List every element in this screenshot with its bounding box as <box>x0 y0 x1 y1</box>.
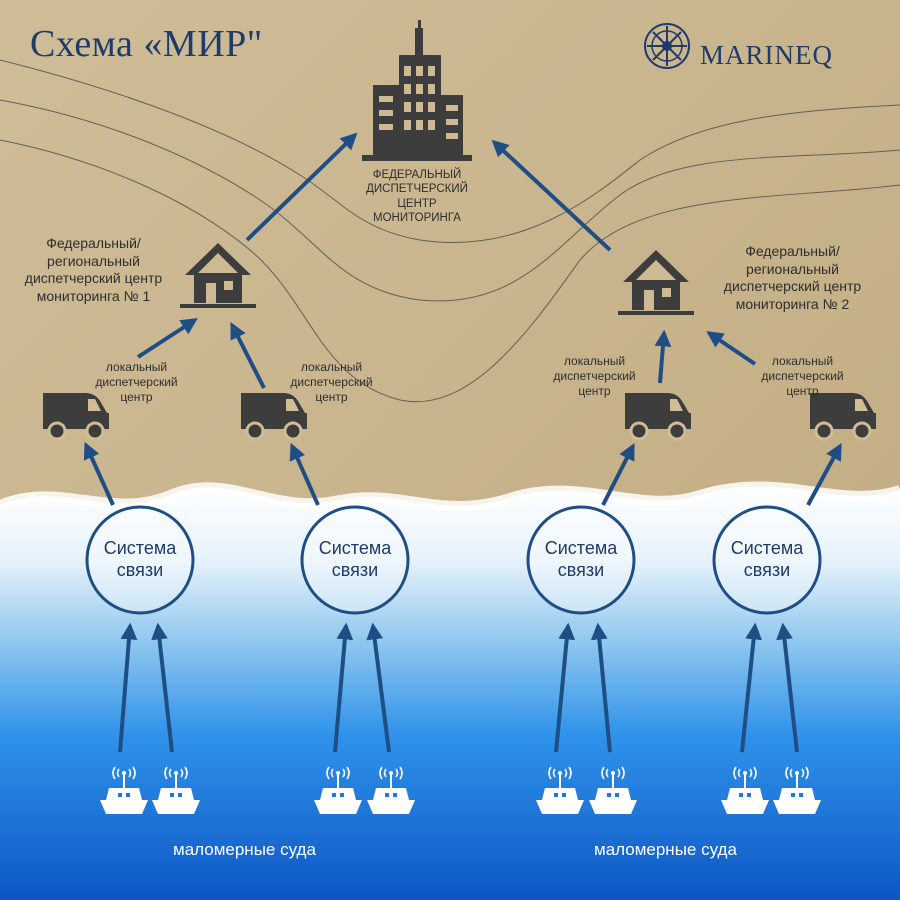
comm-circles <box>85 505 822 615</box>
comm-circle <box>712 505 822 615</box>
comm-circle <box>526 505 636 615</box>
comm-system-label: Система связи <box>730 538 804 580</box>
page-title: Схема «МИР" <box>30 23 263 65</box>
foam-line <box>0 481 900 511</box>
local-center-label: локальный диспетчерский центр <box>95 360 178 404</box>
office-buildings-icon <box>362 20 472 161</box>
brand-name: MARINEQ <box>700 40 833 70</box>
comm-circle <box>85 505 195 615</box>
local-center-label: локальный диспетчерский центр <box>553 354 636 398</box>
federal-center-label: ФЕДЕРАЛЬНЫЙ ДИСПЕТЧЕРСКИЙ ЦЕНТР МОНИТОРИ… <box>366 169 468 225</box>
flow-arrows <box>83 132 842 753</box>
marineq-logo-icon <box>644 23 690 69</box>
comm-system-label: Система связи <box>318 538 392 580</box>
sea-background <box>0 486 900 900</box>
regional-center-2-label: Федеральный/ региональный диспетчерский … <box>723 243 862 312</box>
comm-system-label: Система связи <box>544 538 618 580</box>
local-center-label: локальный диспетчерский центр <box>290 360 373 404</box>
regional-center-1-label: Федеральный/ региональный диспетчерский … <box>24 235 163 304</box>
vessels-label: маломерные суда <box>173 840 316 859</box>
terrain-contours <box>0 59 900 403</box>
comm-circle <box>300 505 410 615</box>
vessels-label: маломерные суда <box>594 840 737 859</box>
comm-system-label: Система связи <box>103 538 177 580</box>
local-center-label: локальный диспетчерский центр <box>761 354 844 398</box>
